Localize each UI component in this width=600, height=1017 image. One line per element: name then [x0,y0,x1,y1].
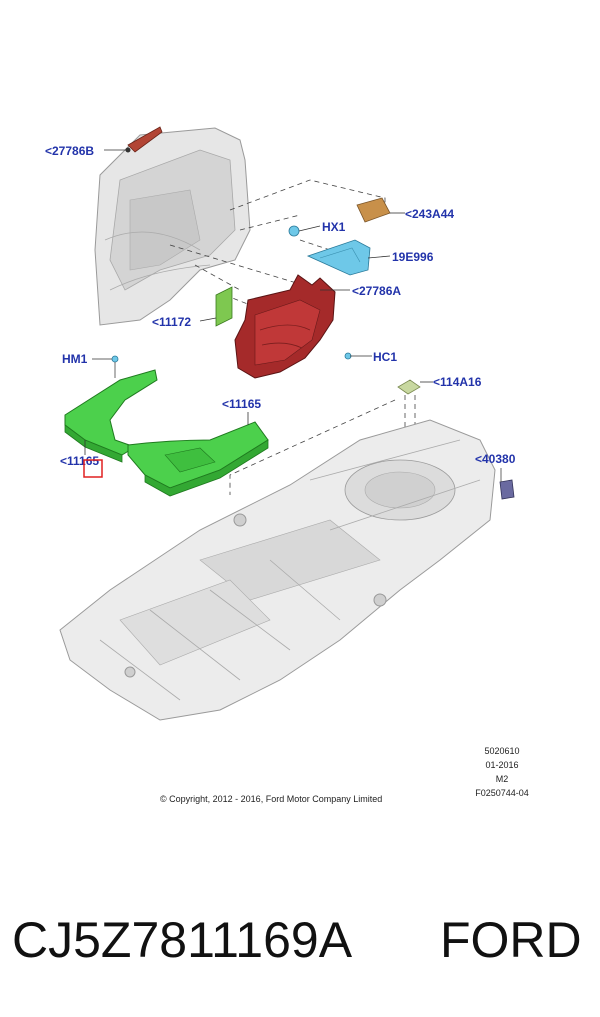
leader-lines [84,149,433,455]
liner-27786A [234,274,336,379]
callout-11165-left[interactable]: <11165 [60,454,99,468]
callout-HM1[interactable]: HM1 [62,352,88,366]
meta-line-2: 01-2016 [485,760,518,770]
callout-40380[interactable]: <40380 [475,452,516,466]
callout-27786B[interactable]: <27786B [45,144,94,158]
parts-diagram: <27786B <243A44 HX1 19E996 <27786A <1117… [45,126,529,804]
callout-HX1[interactable]: HX1 [322,220,346,234]
floor-pad-11165-right [127,421,269,497]
floor-pan [59,419,496,721]
plug-40380 [499,468,515,500]
callout-27786A[interactable]: <27786A [352,284,401,298]
callout-19E996[interactable]: 19E996 [392,250,434,264]
footer: CJ5Z7811169A FORD [0,900,600,980]
callout-HC1[interactable]: HC1 [373,350,397,364]
bracket-114A16 [397,379,421,395]
clip-HX1 [288,225,300,237]
copyright: © Copyright, 2012 - 2016, Ford Motor Com… [160,794,382,804]
callout-114A16[interactable]: <114A16 [433,375,482,389]
meta-line-4: F0250744-04 [475,788,529,798]
wheelhouse-panel [94,127,251,326]
meta-line-3: M2 [496,774,509,784]
meta-line-1: 5020610 [484,746,519,756]
callout-11172[interactable]: <11172 [152,315,191,329]
clip-HM1 [111,355,119,378]
pad-11172 [215,286,233,327]
brand-name: FORD [440,912,582,968]
insulator-19E996 [306,239,371,276]
highlight-box [83,459,103,478]
bracket-27786B [125,126,163,153]
callout-243A44[interactable]: <243A44 [405,207,454,221]
part-number: CJ5Z7811169A [12,912,353,968]
callout-11165-right[interactable]: <11165 [222,397,261,411]
